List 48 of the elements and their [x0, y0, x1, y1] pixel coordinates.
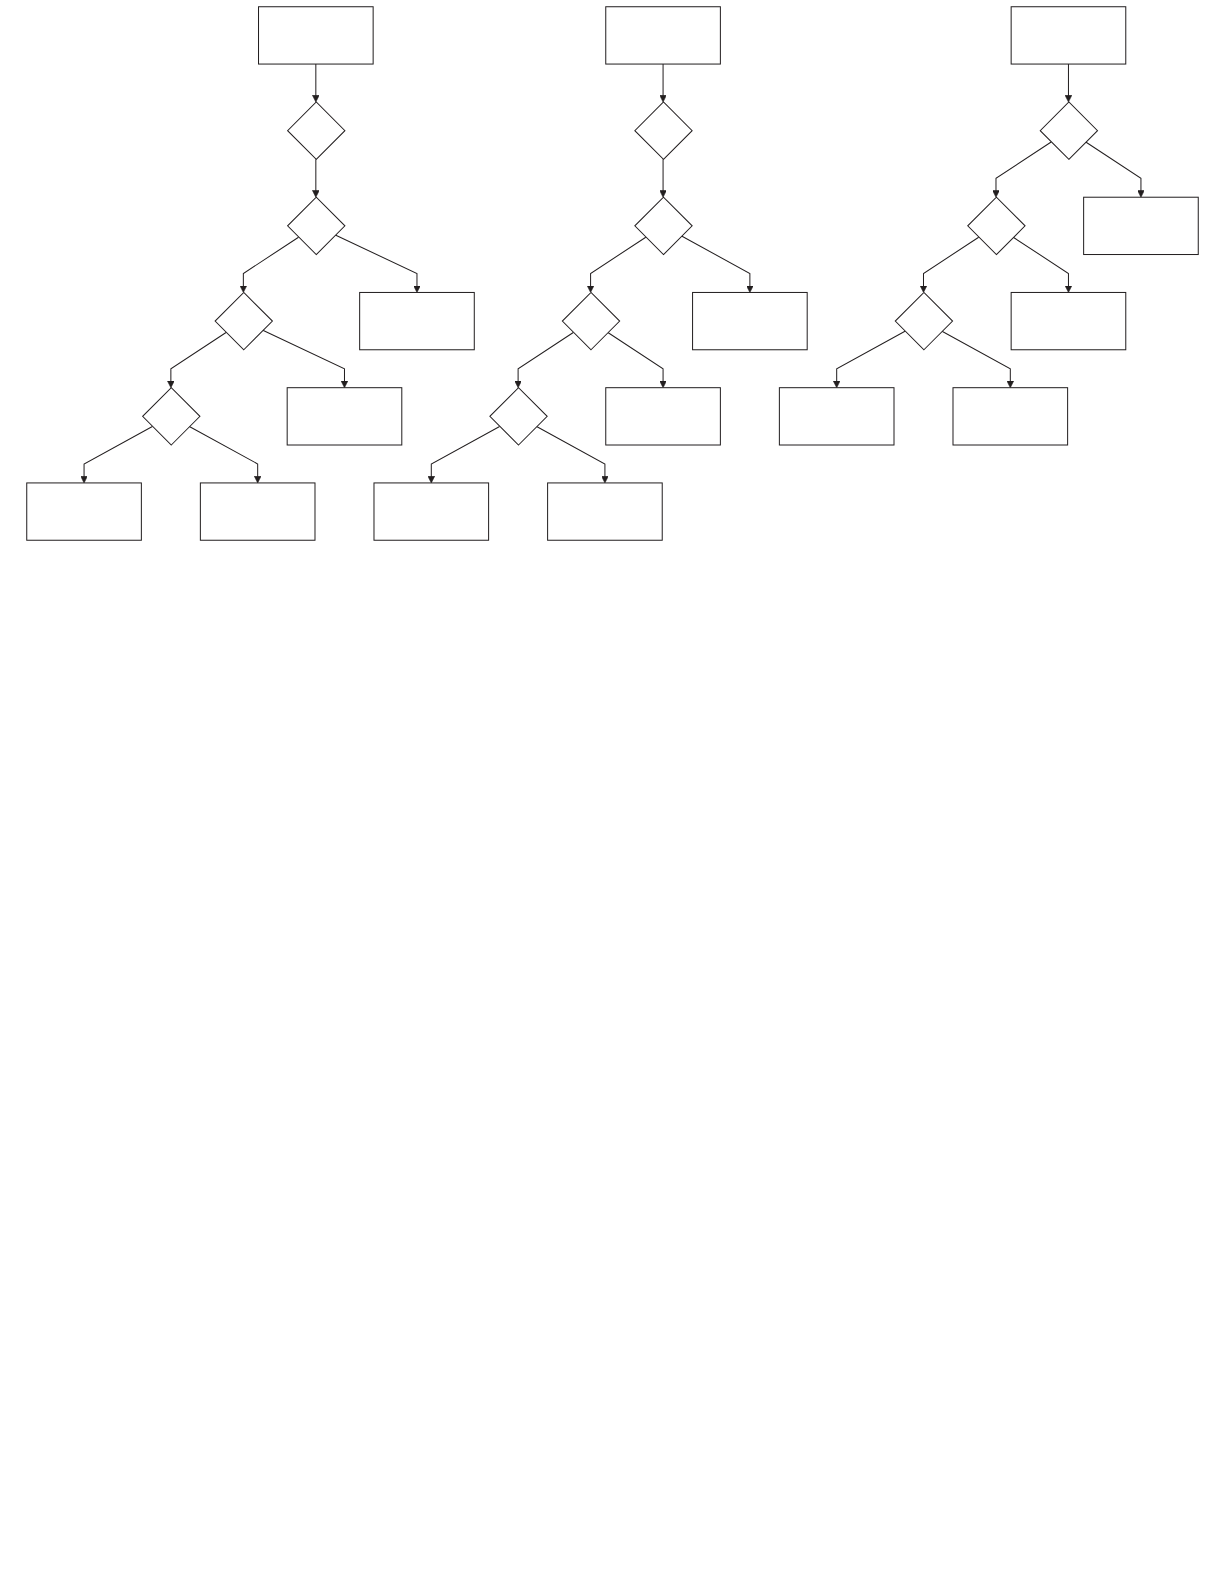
arrow — [167, 331, 227, 389]
arrow — [262, 329, 349, 389]
node-box — [1010, 6, 1127, 65]
arrow — [312, 63, 320, 103]
node-box — [692, 291, 808, 351]
arrow — [80, 426, 153, 484]
node-box — [359, 291, 475, 351]
node-box — [952, 387, 1069, 446]
node-diamond — [214, 291, 274, 351]
node-diamond — [561, 291, 621, 351]
arrow — [1064, 63, 1073, 103]
node-diamond — [634, 101, 693, 160]
node-diamond — [634, 196, 693, 256]
arrow — [659, 63, 667, 103]
node-diamond — [286, 196, 346, 256]
arrow — [1085, 141, 1145, 198]
node-diamond — [141, 386, 201, 446]
node-box — [1083, 196, 1199, 256]
arrow — [992, 141, 1052, 198]
node-box — [199, 482, 316, 541]
arrow — [586, 236, 647, 293]
node-diamond — [894, 291, 954, 351]
arrow — [659, 158, 667, 198]
arrow — [427, 426, 501, 484]
node-box — [547, 482, 663, 541]
node-diamond — [967, 196, 1026, 256]
node-diamond — [286, 101, 346, 160]
node-box — [258, 6, 374, 65]
node-box — [605, 387, 721, 446]
node-box — [286, 387, 403, 446]
node-diamond — [1039, 101, 1099, 160]
arrow — [607, 331, 667, 389]
arrow — [334, 234, 421, 293]
arrow — [919, 236, 980, 293]
arrow — [1012, 236, 1073, 293]
node-box — [778, 387, 895, 446]
node-diamond — [489, 386, 548, 446]
arrow — [681, 235, 754, 293]
arrow — [514, 331, 574, 389]
node-box — [26, 482, 142, 541]
arrow — [833, 330, 906, 389]
arrow — [941, 330, 1014, 389]
node-box — [1010, 291, 1127, 351]
arrow — [239, 236, 300, 293]
node-box — [605, 6, 721, 65]
arrow — [536, 426, 609, 484]
arrow — [312, 158, 320, 198]
node-box — [373, 482, 490, 541]
